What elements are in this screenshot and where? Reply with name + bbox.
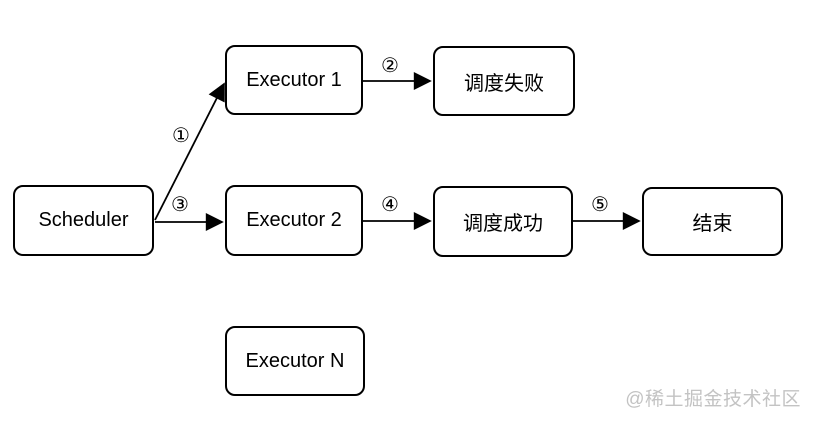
- node-executor-1[interactable]: Executor 1: [225, 45, 363, 115]
- node-schedule-fail[interactable]: 调度失败: [433, 46, 575, 116]
- edge-label-4: ④: [381, 194, 399, 216]
- node-executor-n[interactable]: Executor N: [225, 326, 365, 396]
- edge-label-3: ③: [171, 194, 189, 216]
- node-scheduler[interactable]: Scheduler: [13, 185, 154, 256]
- watermark: @稀土掘金技术社区: [625, 389, 801, 410]
- edge-label-2: ②: [381, 55, 399, 77]
- node-executor-2[interactable]: Executor 2: [225, 185, 363, 256]
- node-schedule-success[interactable]: 调度成功: [433, 186, 573, 257]
- edge-label-1: ①: [172, 125, 190, 147]
- node-end[interactable]: 结束: [642, 187, 783, 256]
- edge-label-5: ⑤: [591, 194, 609, 216]
